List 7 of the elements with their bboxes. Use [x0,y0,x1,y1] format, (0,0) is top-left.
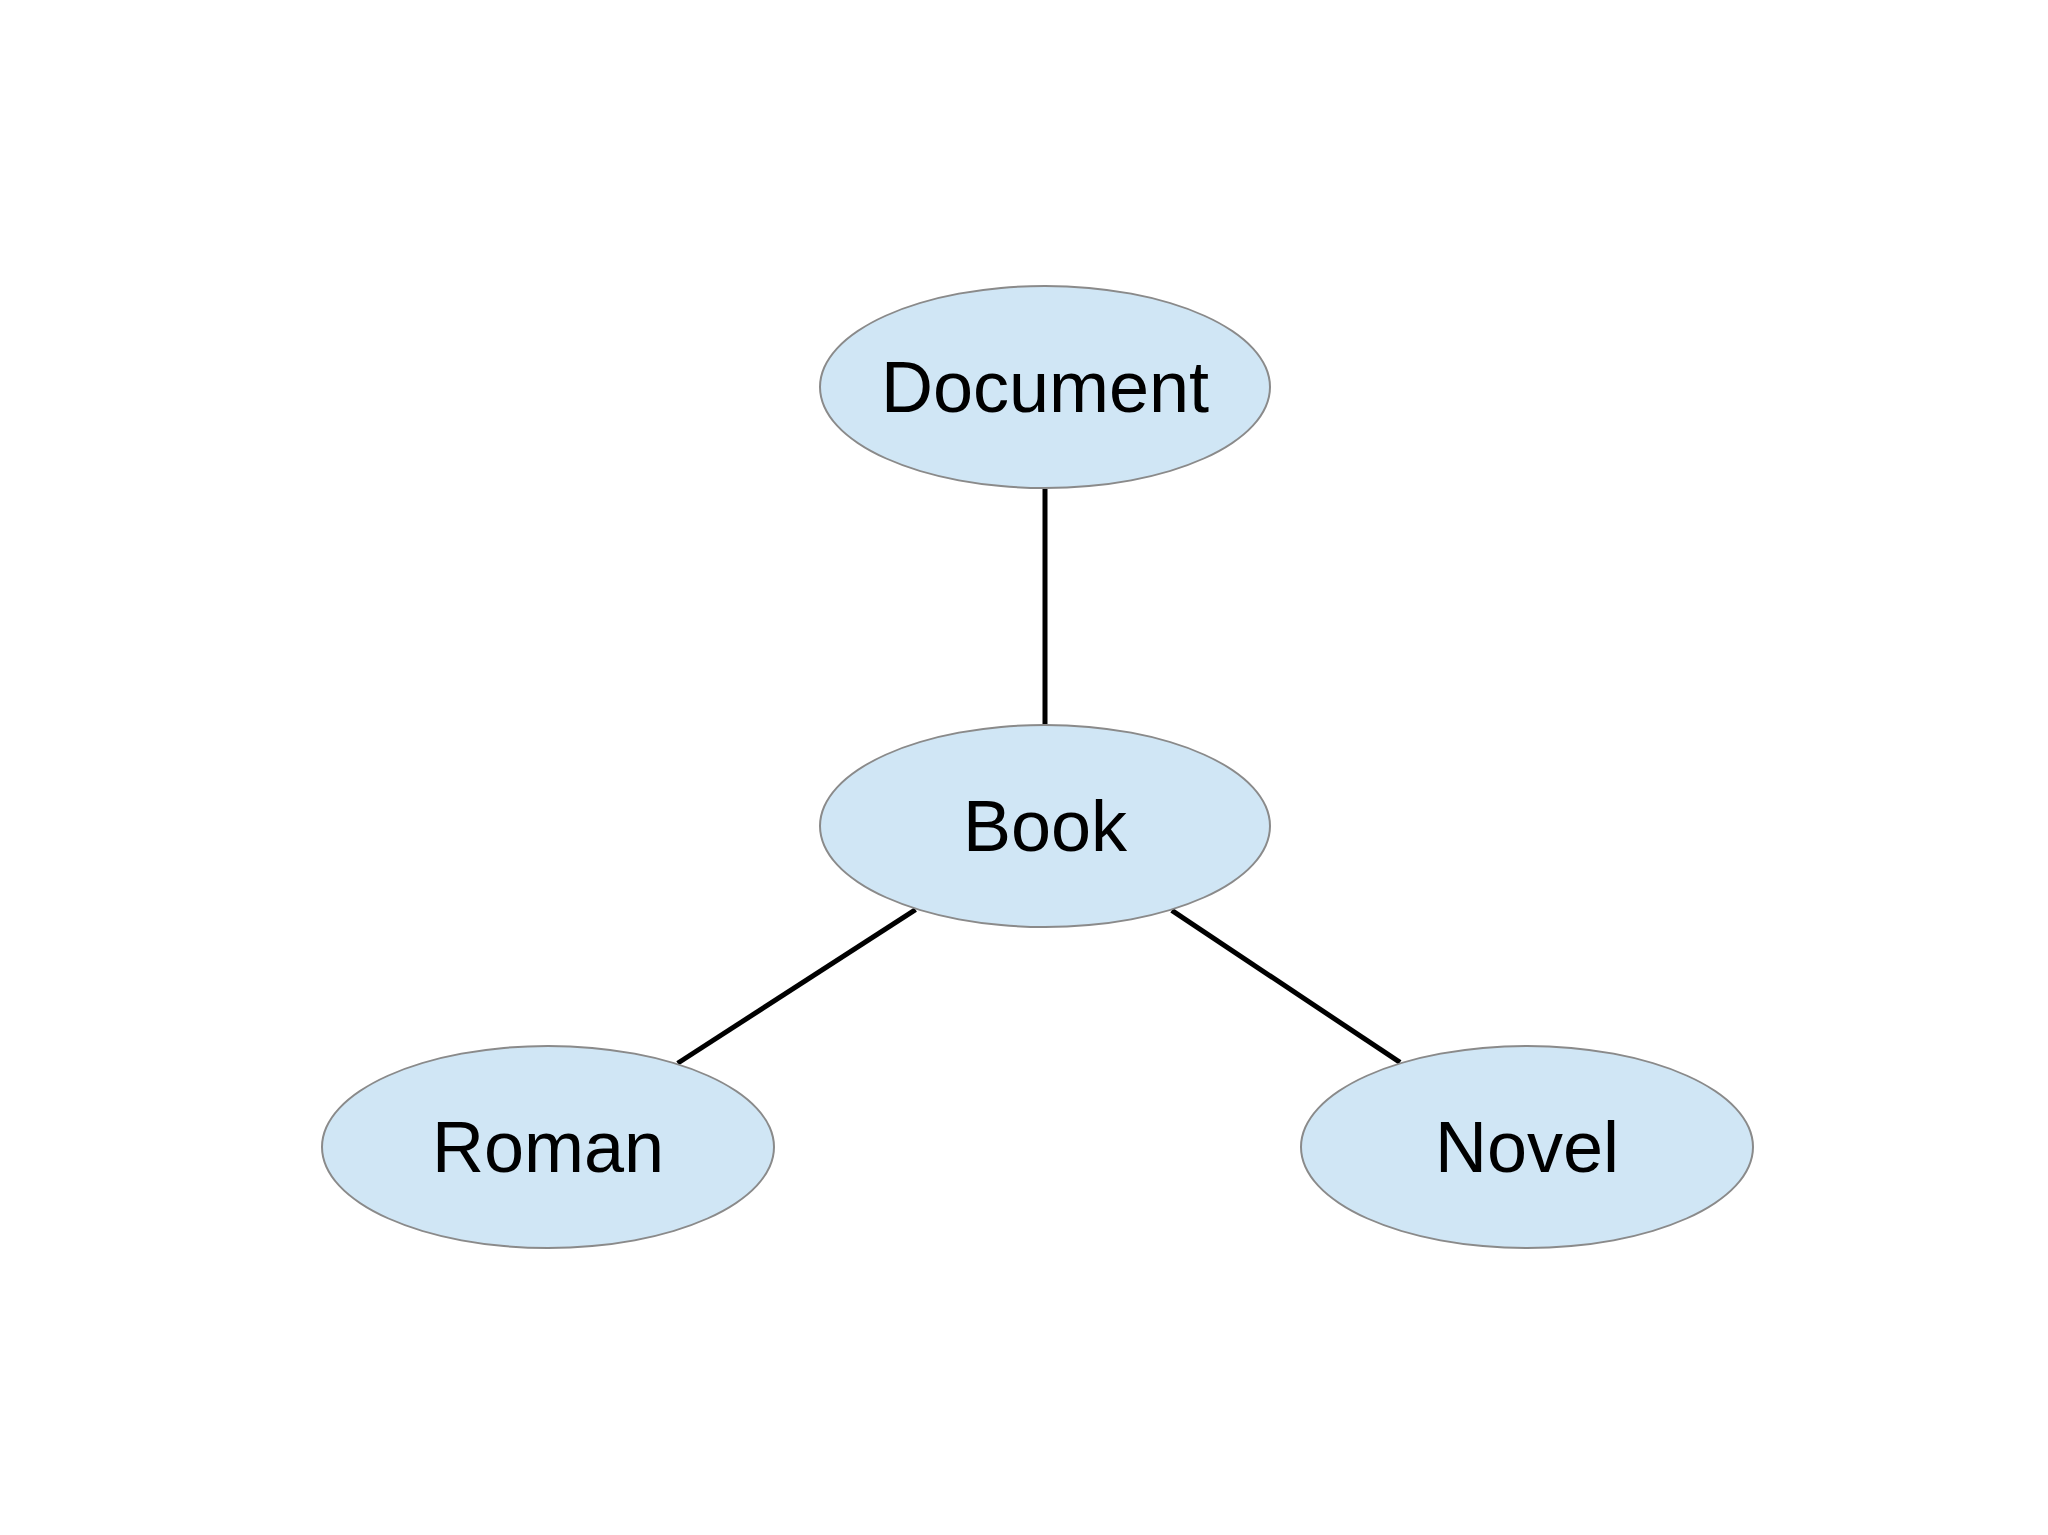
connector-line [1170,908,1402,1065]
connector-line [676,907,917,1066]
node-label: Roman [431,1111,665,1183]
node-label: Book [962,790,1128,862]
node-label: Document [880,351,1210,423]
node-label: Novel [1434,1111,1620,1183]
connector-line [1042,489,1048,724]
